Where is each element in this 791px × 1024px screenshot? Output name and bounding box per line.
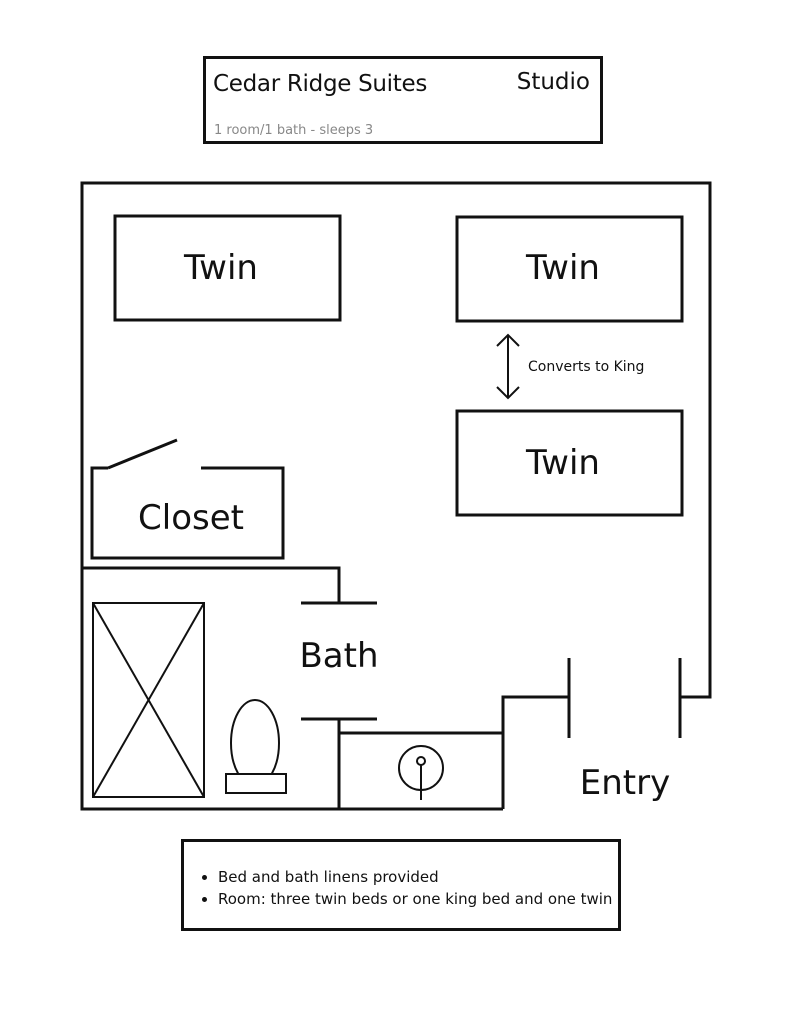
note-item: Bed and bath linens provided	[218, 866, 612, 888]
entry-label: Entry	[580, 763, 670, 803]
outer-wall	[80, 181, 712, 811]
bed-label-2: Twin	[525, 248, 600, 288]
bath-label: Bath	[299, 636, 378, 676]
notes-box: Bed and bath linens provided Room: three…	[181, 839, 621, 931]
bed-twin-2	[455, 215, 684, 323]
sink-icon	[398, 745, 444, 800]
closet-door	[107, 438, 178, 470]
entry-wall	[501, 695, 569, 809]
convert-note: Converts to King	[528, 359, 644, 375]
closet-label: Closet	[138, 498, 244, 538]
unit-type: Studio	[516, 69, 590, 95]
shower-icon	[92, 602, 205, 798]
bed-twin-1	[113, 214, 342, 322]
bed-label-1: Twin	[183, 248, 258, 288]
double-arrow-icon	[496, 333, 520, 400]
property-name: Cedar Ridge Suites	[213, 71, 428, 97]
toilet-icon	[225, 699, 287, 794]
closet	[90, 466, 285, 560]
bath-wall-top	[82, 566, 341, 603]
bed-label-3: Twin	[525, 443, 600, 483]
bed-twin-3	[455, 409, 684, 517]
notes-list: Bed and bath linens provided Room: three…	[184, 866, 612, 910]
unit-header: Cedar Ridge Suites Studio 1 room/1 bath …	[203, 56, 603, 144]
unit-summary: 1 room/1 bath - sleeps 3	[214, 123, 374, 138]
note-item: Room: three twin beds or one king bed an…	[218, 888, 612, 910]
